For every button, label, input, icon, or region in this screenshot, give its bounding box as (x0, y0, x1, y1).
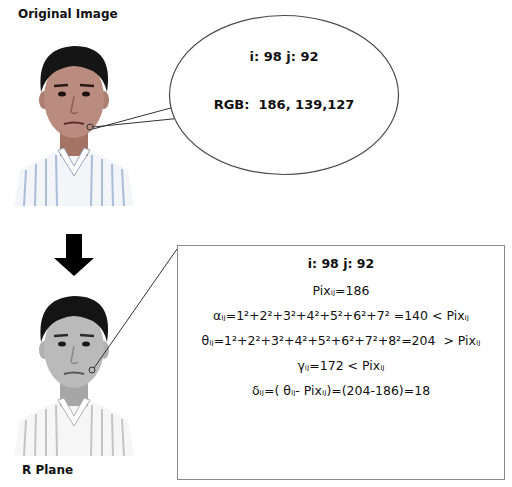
formula-line: αᵢⱼ=1²+2²+3²+4²+5²+6²+7² =140 < Pixᵢⱼ (213, 307, 469, 324)
image-heading: Original Image (18, 6, 118, 22)
calculation-box: i: 98 j: 92 Pixᵢⱼ=186 αᵢⱼ=1²+2²+3²+4²+5²+6… (177, 245, 505, 480)
formula-line: γᵢⱼ=172 < Pixᵢⱼ (297, 357, 384, 374)
gray-portrait (8, 278, 140, 456)
formula-line: Pixᵢⱼ=186 (313, 282, 370, 299)
formula-line: θᵢⱼ=1²+2²+3²+4²+5²+6²+7²+8²=204 > Pixᵢⱼ (202, 332, 481, 349)
callout-tail (93, 108, 171, 129)
connector (54, 234, 94, 276)
bubble-outline (168, 14, 400, 176)
bubble-text: RGB: 186, 139,127 (168, 96, 400, 114)
connector (89, 249, 177, 373)
bubble-ellipse (170, 16, 399, 175)
bubble-text: i: 98 j: 92 (168, 48, 400, 66)
pixel-marker (87, 124, 93, 130)
connector (87, 108, 175, 130)
image-panel: Original Image (8, 6, 144, 232)
formula-line: δᵢⱼ=( θᵢⱼ- Pixᵢⱼ)=(204-186)=18 (252, 382, 430, 399)
box-heading: i: 98 j: 92 (308, 255, 374, 272)
image-panel: R Plane (8, 278, 144, 482)
callout-line (94, 249, 177, 368)
color-portrait (8, 28, 140, 206)
pixel-marker (89, 367, 95, 373)
image-heading: R Plane (22, 462, 73, 478)
block-arrow (54, 234, 94, 276)
speech-bubble: i: 98 j: 92 RGB: 186, 139,127 (168, 14, 400, 176)
